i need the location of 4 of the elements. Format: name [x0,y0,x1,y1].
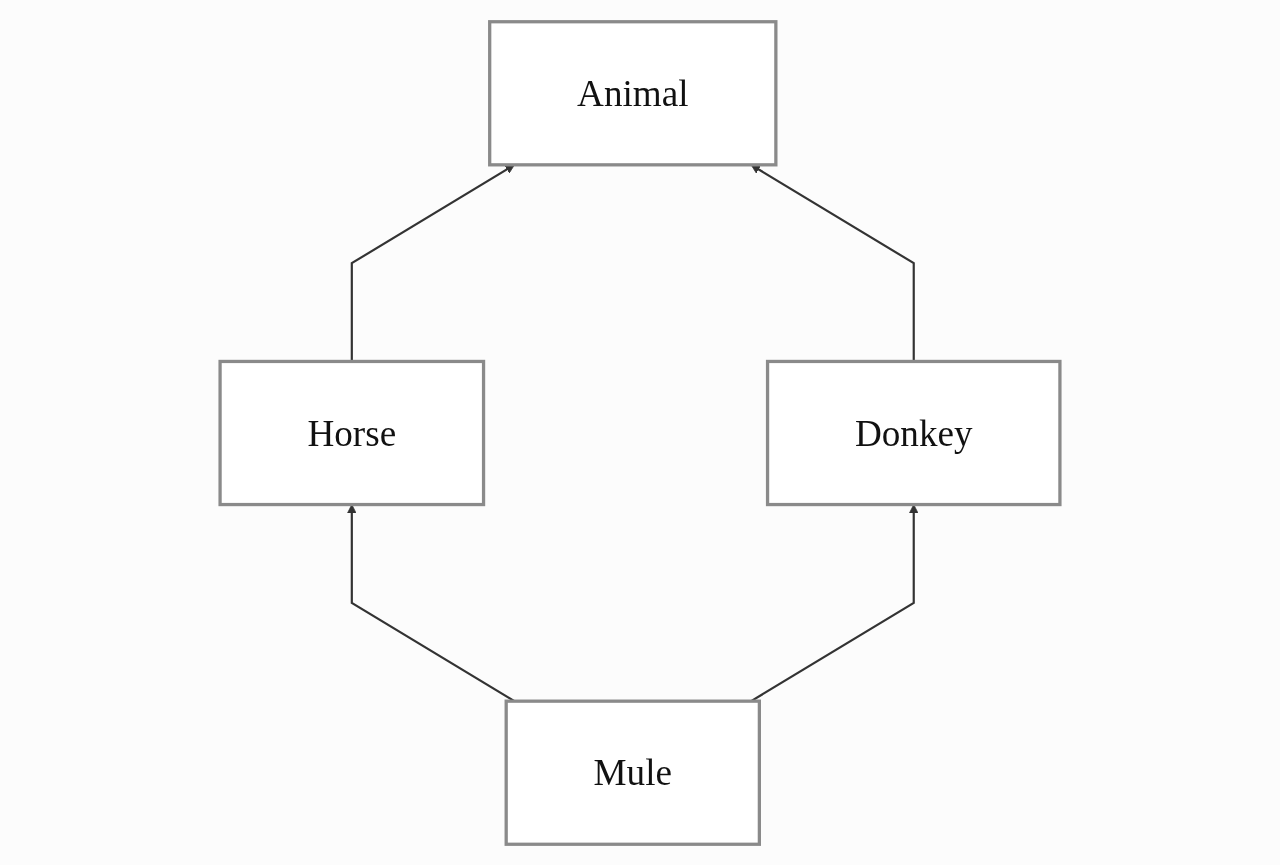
node-box: Horse [218,359,486,506]
node-box: Donkey [765,359,1062,506]
node-box: Animal [488,19,778,166]
node-box: Mule [504,699,761,846]
